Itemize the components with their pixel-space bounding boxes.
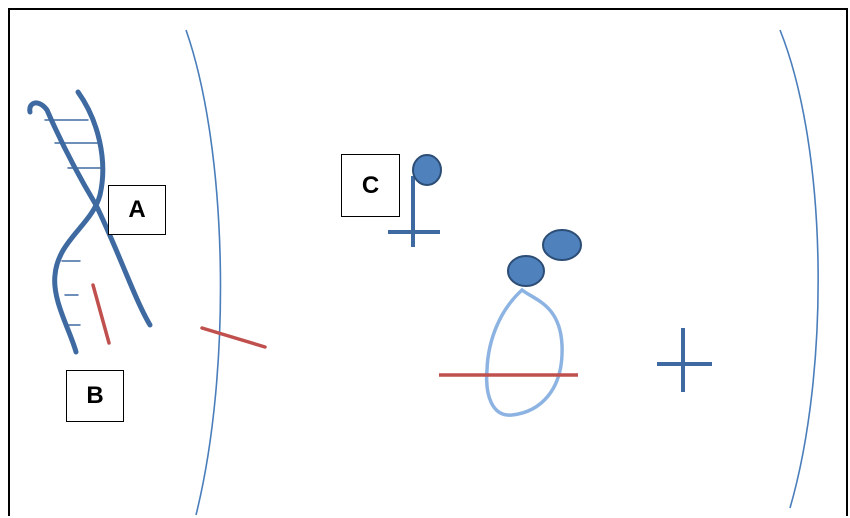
label-a: A	[108, 185, 166, 235]
label-b: B	[66, 370, 124, 422]
helix-strand-2	[27, 100, 153, 328]
red-segment-helix	[91, 283, 111, 345]
loop-outline	[484, 287, 564, 417]
node-left	[507, 255, 545, 287]
node-right	[542, 229, 582, 261]
left-membrane-curve	[185, 29, 222, 516]
figure-frame	[8, 8, 848, 516]
helix-rungs	[44, 119, 103, 326]
dna-helix	[27, 89, 153, 355]
loop-structure	[439, 229, 582, 417]
label-c: C	[341, 154, 400, 217]
helix-strand-1	[52, 89, 106, 355]
structure-c-head	[412, 154, 442, 186]
structure-c	[388, 154, 442, 247]
plus-icon	[657, 328, 712, 392]
red-segment-membrane	[200, 326, 267, 349]
right-membrane-curve	[779, 29, 819, 509]
